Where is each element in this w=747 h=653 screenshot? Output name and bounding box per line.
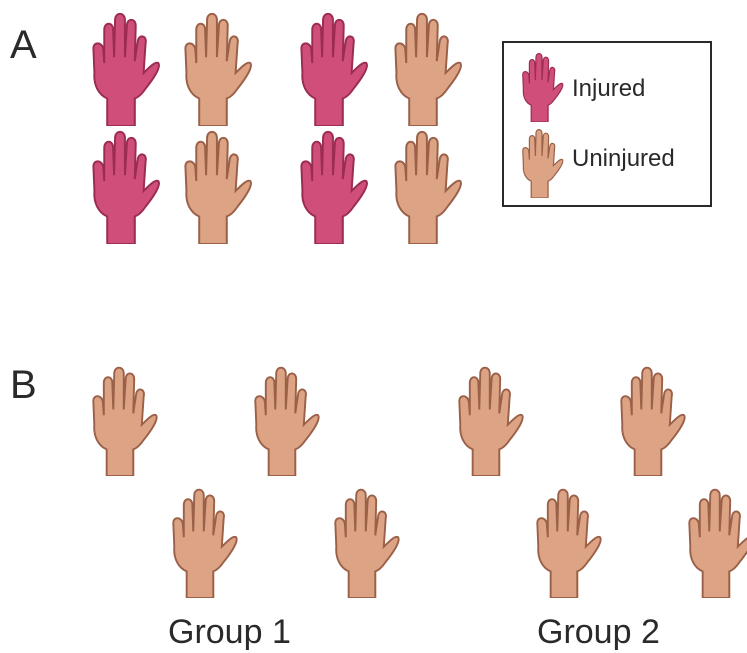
legend: Injured Uninjured	[503, 42, 711, 206]
legend-injured-label: Injured	[572, 75, 645, 102]
group-2-label: Group 2	[537, 613, 660, 651]
hand-uninjured	[185, 14, 251, 126]
legend-uninjured-label: Uninjured	[572, 145, 675, 172]
hand-uninjured	[537, 490, 600, 598]
panel-a-hand-grid	[93, 14, 461, 244]
hand-injured	[93, 132, 159, 244]
hand-uninjured	[395, 132, 461, 244]
hand-injured	[93, 14, 159, 126]
hand-uninjured	[335, 490, 398, 598]
hand-uninjured	[395, 14, 461, 126]
hand-uninjured	[93, 368, 156, 476]
group-1-hands	[93, 368, 398, 598]
panel-b-label: B	[10, 363, 37, 407]
panel-a-label: A	[10, 23, 37, 67]
group-2-hands	[459, 368, 747, 598]
hand-uninjured	[255, 368, 318, 476]
hand-uninjured	[459, 368, 522, 476]
hand-uninjured	[173, 490, 236, 598]
hand-uninjured	[185, 132, 251, 244]
hand-injured	[301, 14, 367, 126]
hand-uninjured	[621, 368, 684, 476]
hand-injured	[301, 132, 367, 244]
hand-uninjured	[689, 490, 747, 598]
group-1-label: Group 1	[168, 613, 291, 651]
